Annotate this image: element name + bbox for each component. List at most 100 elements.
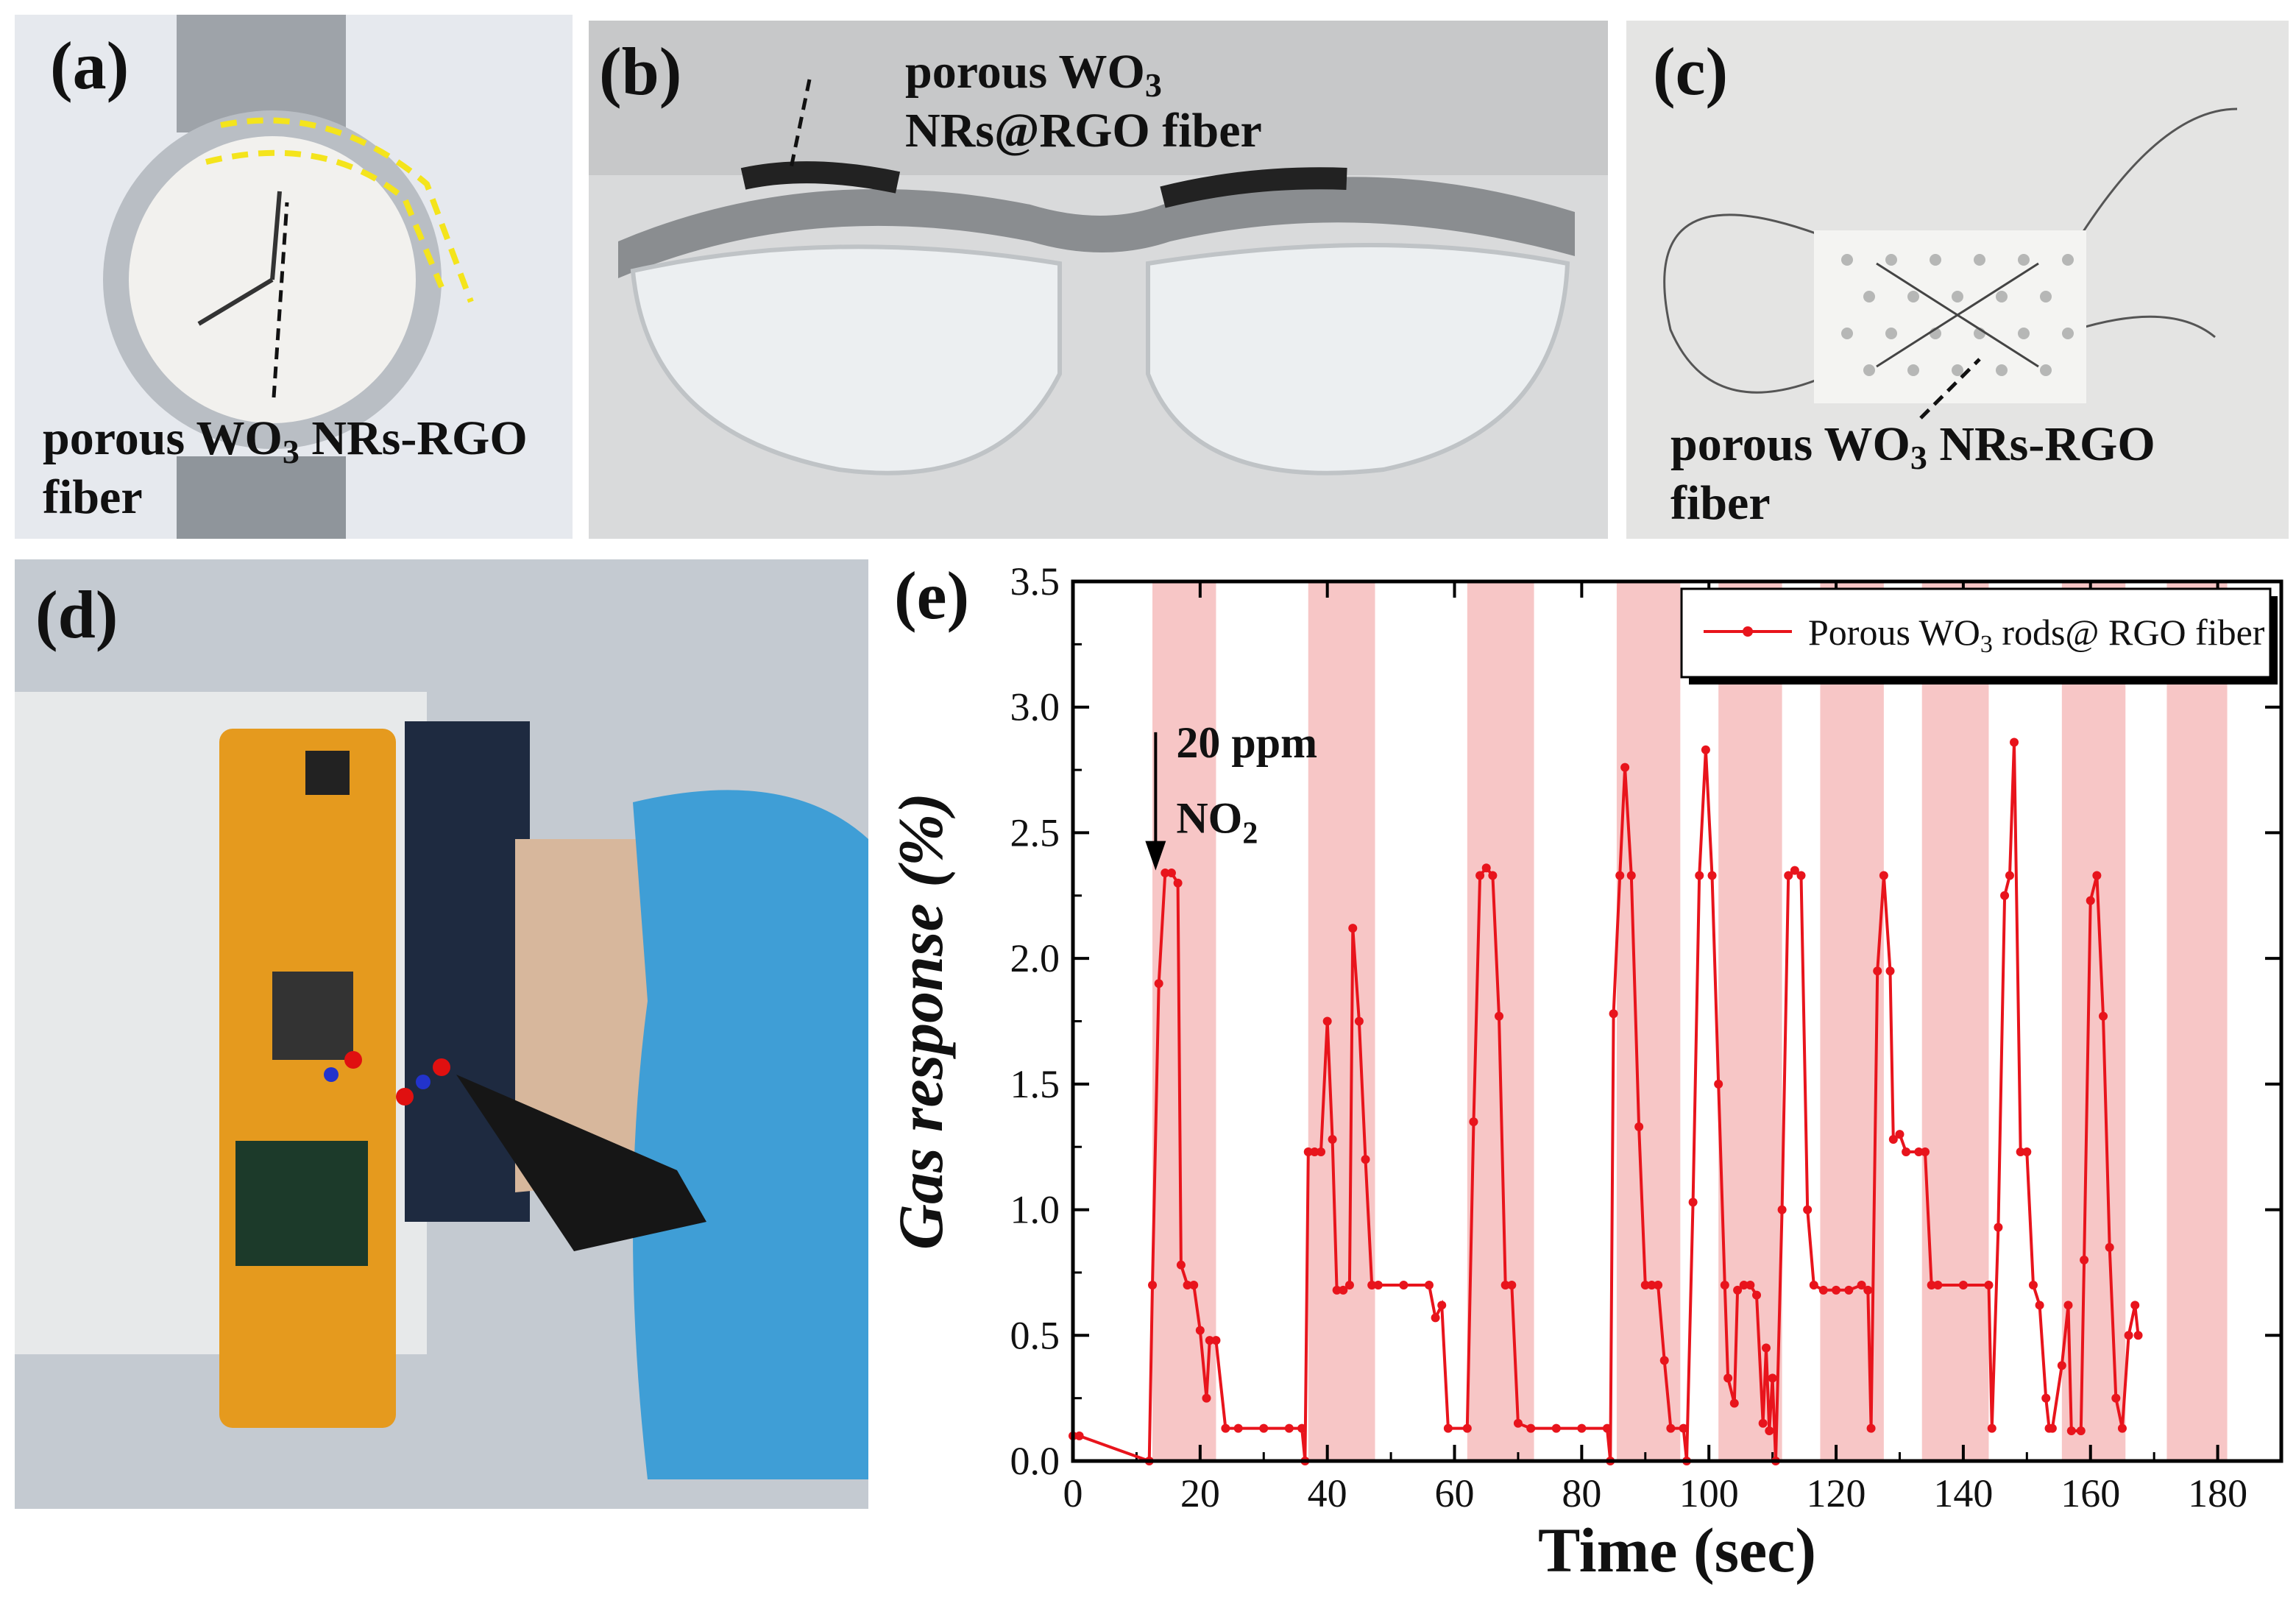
- data-point: [1211, 1336, 1221, 1345]
- data-point: [1768, 1373, 1777, 1383]
- y-tick-label: 3.0: [1010, 685, 1060, 729]
- data-point: [1707, 871, 1717, 880]
- data-point: [2124, 1331, 2133, 1340]
- photo-wristwatch: [15, 15, 573, 539]
- data-point: [1659, 1356, 1669, 1365]
- data-point: [1500, 1281, 1510, 1290]
- data-point: [1620, 763, 1630, 772]
- data-point: [1879, 871, 1888, 880]
- x-tick-label: 160: [2061, 1471, 2120, 1515]
- data-point: [1761, 1343, 1771, 1353]
- data-point: [1443, 1423, 1453, 1433]
- data-point: [1626, 871, 1636, 880]
- data-point: [1161, 869, 1170, 878]
- data-point: [1303, 1147, 1313, 1157]
- panel-e-label: (e): [894, 558, 969, 633]
- annotation-line1: 20 ppm: [1176, 718, 1317, 767]
- data-point: [1328, 1134, 1337, 1144]
- panel-b-label: (b): [599, 34, 682, 109]
- data-point: [1790, 866, 1799, 875]
- data-point: [1332, 1285, 1342, 1295]
- data-point: [1469, 1117, 1478, 1127]
- exposure-band: [1616, 581, 1681, 1461]
- data-point: [1373, 1281, 1383, 1290]
- data-point: [1832, 1285, 1841, 1295]
- y-tick-label: 3.5: [1010, 559, 1060, 604]
- exposure-band: [1308, 581, 1375, 1461]
- data-point: [1526, 1423, 1536, 1433]
- data-point: [1888, 1134, 1898, 1144]
- x-tick-label: 0: [1063, 1471, 1083, 1515]
- data-point: [1720, 1281, 1729, 1290]
- x-tick-label: 120: [1807, 1471, 1866, 1515]
- data-point: [1367, 1281, 1377, 1290]
- x-tick-label: 80: [1562, 1471, 1601, 1515]
- panel-b-caption-prefix: porous WO: [905, 45, 1145, 99]
- data-point: [2076, 1426, 2086, 1436]
- annotation-line2: NO2: [1176, 793, 1258, 850]
- data-point: [1933, 1281, 1943, 1290]
- y-tick-label: 1.5: [1010, 1062, 1060, 1106]
- data-point: [1183, 1281, 1192, 1290]
- data-point: [2041, 1393, 2051, 1403]
- y-axis-title: Gas response (%): [885, 793, 956, 1250]
- data-point: [1695, 871, 1704, 880]
- panel-a-label: (a): [50, 28, 130, 103]
- x-tick-label: 180: [2188, 1471, 2247, 1515]
- panel-a-caption-line2: fiber: [43, 470, 143, 524]
- data-point: [1866, 1423, 1876, 1433]
- exposure-band: [2166, 581, 2228, 1461]
- legend-label-prefix: Porous WO: [1808, 612, 1980, 653]
- data-point: [1221, 1423, 1230, 1433]
- panel-b-caption: porous WO3 NRs@RGO fiber: [905, 45, 1262, 158]
- legend: Porous WO3 rods@ RGO fiber: [1680, 587, 2278, 685]
- data-point: [1344, 1281, 1354, 1290]
- data-point: [1729, 1398, 1739, 1408]
- data-point: [1462, 1423, 1472, 1433]
- data-point: [1873, 966, 1882, 976]
- data-point: [1746, 1281, 1755, 1290]
- data-point: [1488, 871, 1498, 880]
- data-point: [1609, 1009, 1618, 1019]
- data-point: [2080, 1255, 2089, 1264]
- y-tick-label: 2.0: [1010, 936, 1060, 980]
- data-point: [2111, 1393, 2121, 1403]
- data-point: [1921, 1147, 1930, 1157]
- x-tick-label: 140: [1933, 1471, 1993, 1515]
- data-point: [1809, 1281, 1818, 1290]
- data-point: [1310, 1147, 1319, 1157]
- panel-d: (d): [15, 559, 868, 1509]
- legend-swatch-marker: [1743, 626, 1753, 637]
- panel-a: (a) porous WO3 NRs-RGO fiber: [15, 15, 573, 539]
- panel-c-caption-sub: 3: [1910, 439, 1927, 476]
- data-point: [1317, 1147, 1326, 1157]
- y-tick-label: 0.5: [1010, 1313, 1060, 1357]
- annotation-line2-sub: 2: [1242, 816, 1258, 850]
- exposure-band: [1467, 581, 1534, 1461]
- annotation-arrow-head: [1145, 841, 1166, 871]
- data-point: [1647, 1281, 1657, 1290]
- data-point: [2133, 1331, 2143, 1340]
- data-point: [1666, 1423, 1676, 1433]
- data-point: [2035, 1301, 2044, 1310]
- x-axis-title: Time (sec): [1538, 1515, 1816, 1585]
- data-point: [1424, 1281, 1434, 1290]
- data-point: [1895, 1130, 1905, 1139]
- data-point: [2130, 1301, 2140, 1310]
- data-point: [1739, 1281, 1748, 1290]
- data-point: [1987, 1423, 1996, 1433]
- data-point: [1640, 1281, 1650, 1290]
- data-point: [1284, 1423, 1294, 1433]
- data-point: [2117, 1423, 2127, 1433]
- panel-c-caption-suffix: NRs-RGO: [1927, 417, 2155, 471]
- data-point: [1994, 1223, 2003, 1232]
- plot-frame: [1071, 579, 2283, 1463]
- x-tick-label: 100: [1679, 1471, 1739, 1515]
- exposure-band: [1152, 581, 1216, 1461]
- data-point: [1173, 878, 1183, 888]
- data-point: [1733, 1285, 1743, 1295]
- data-point: [1701, 745, 1710, 754]
- data-point: [1688, 1198, 1698, 1207]
- data-point: [1481, 863, 1491, 873]
- data-point: [1784, 871, 1793, 880]
